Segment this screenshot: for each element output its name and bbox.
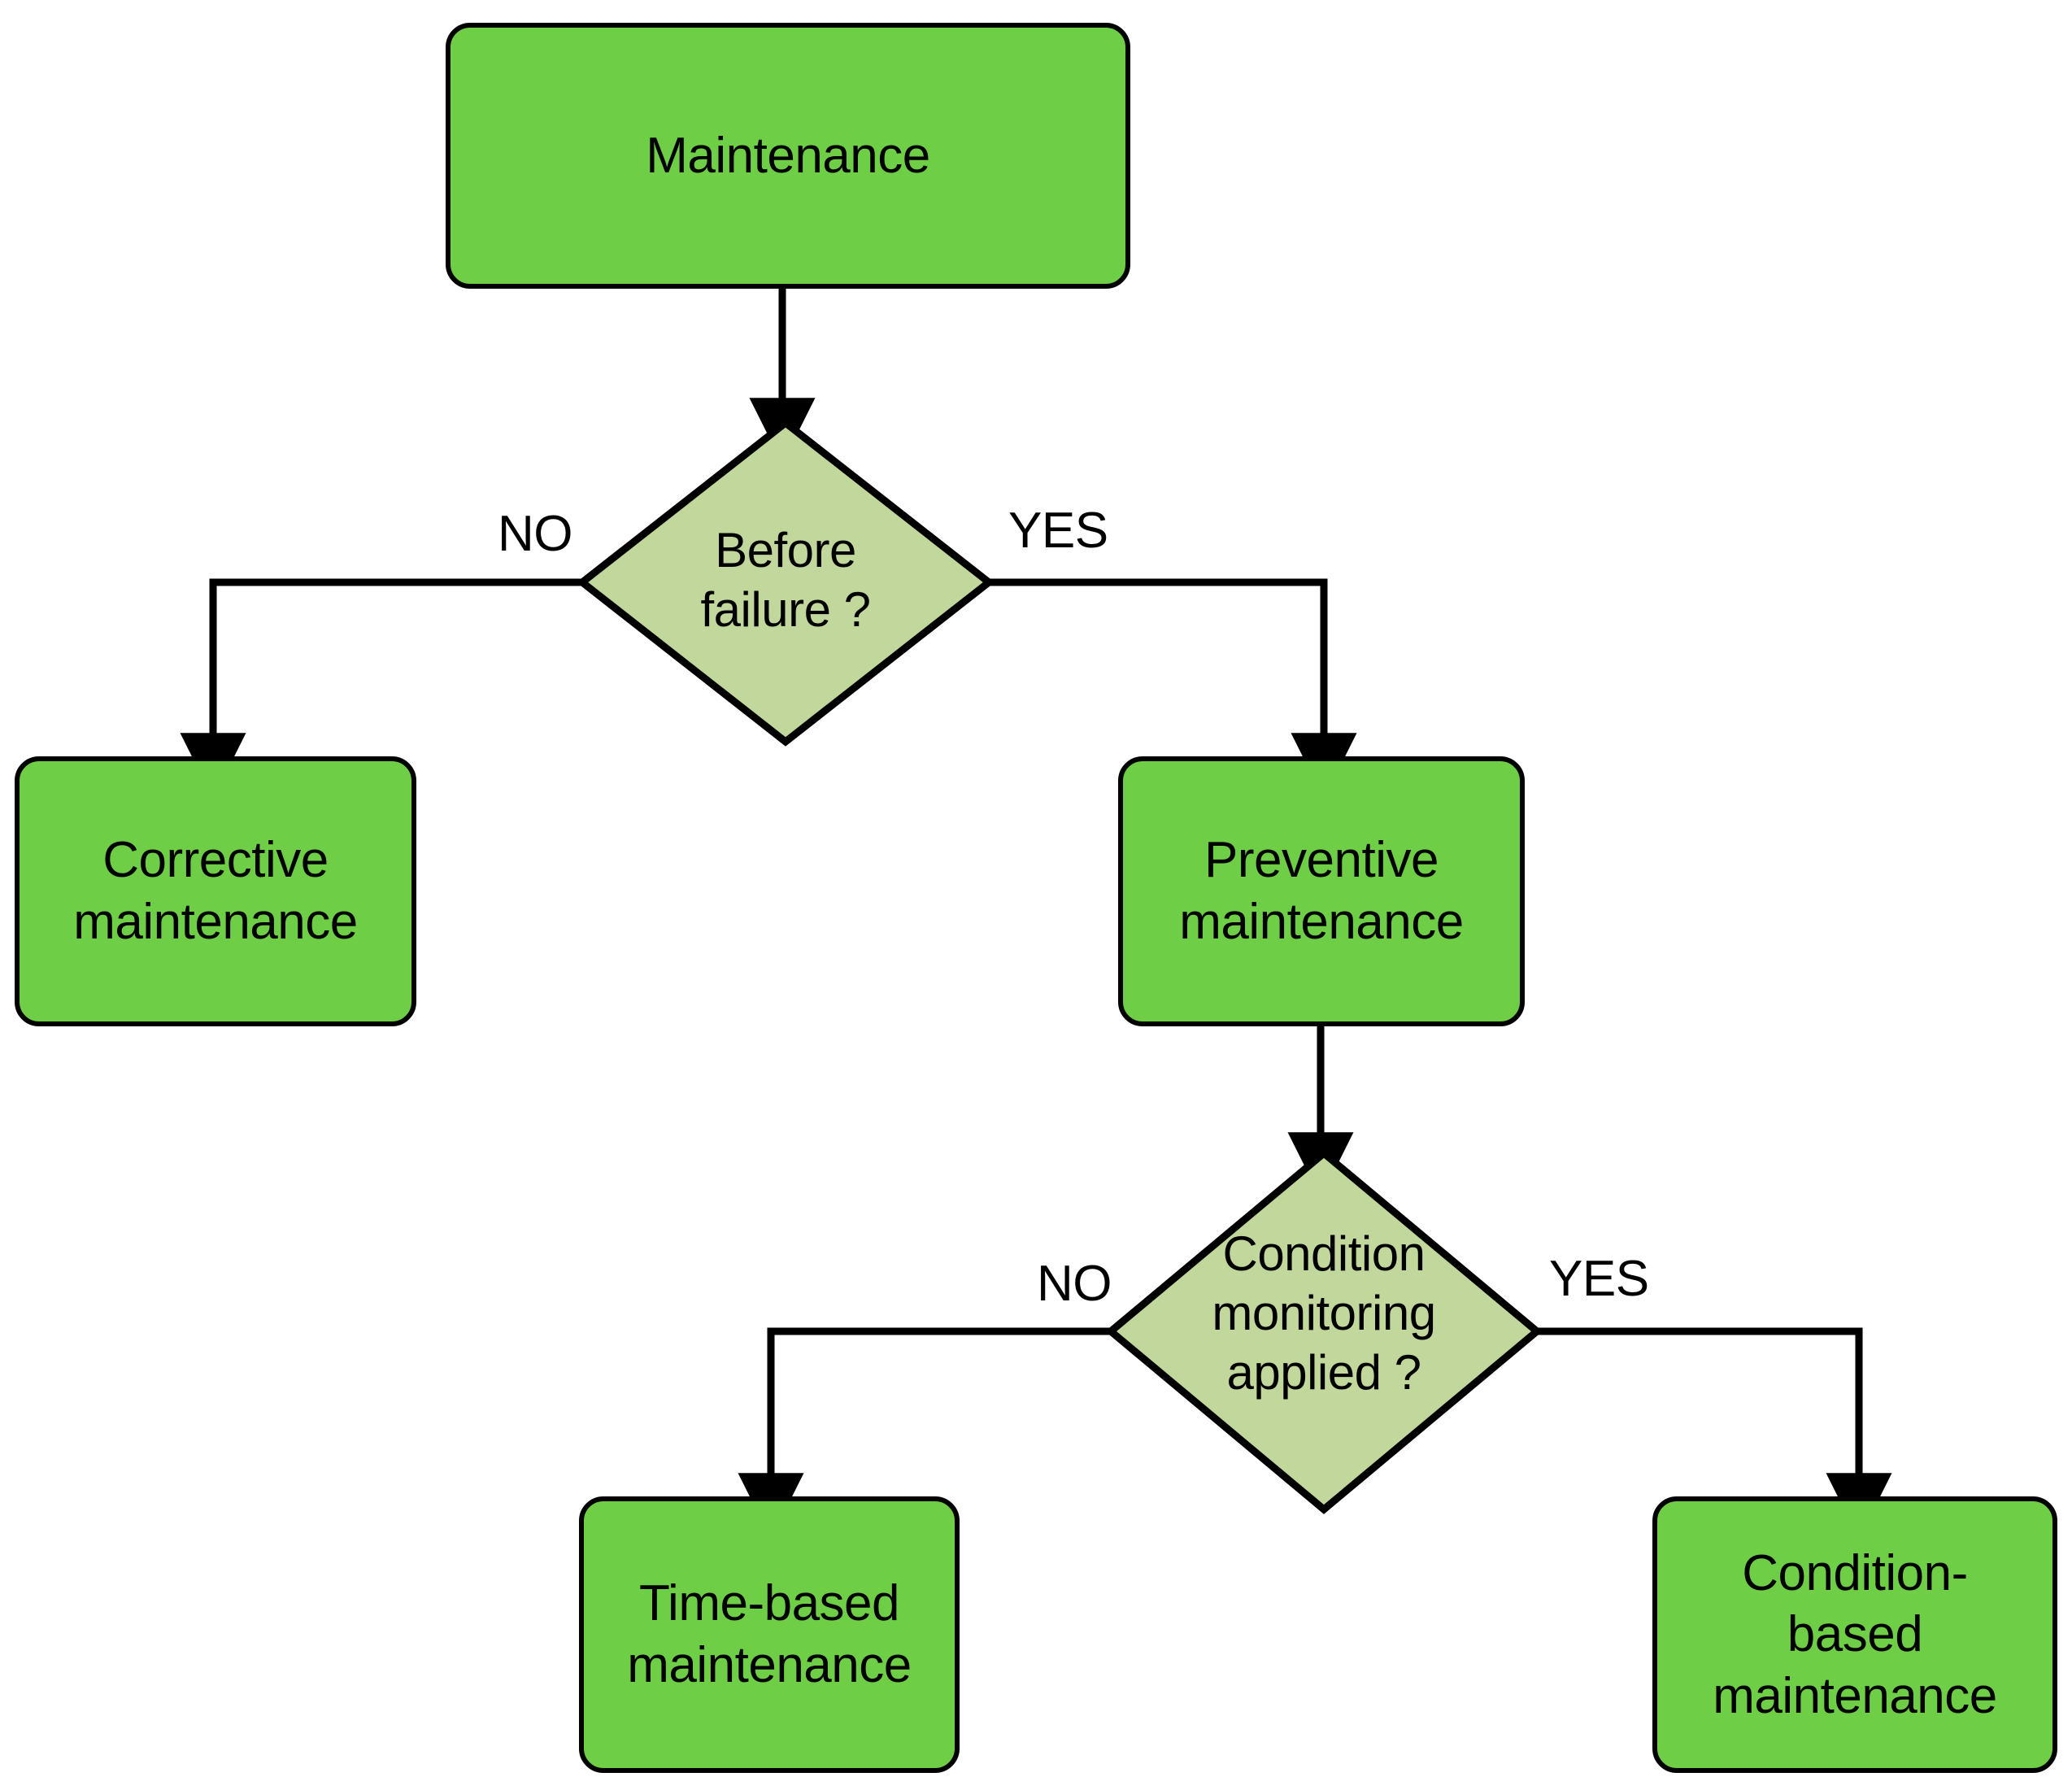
edge-label-condition-monitoring-yes: YES	[1549, 1251, 1649, 1307]
node-maintenance[interactable]: Maintenance	[446, 23, 1130, 289]
node-time-based-maintenance[interactable]: Time-based maintenance	[579, 1496, 960, 1773]
node-corrective-maintenance[interactable]: Corrective maintenance	[15, 756, 416, 1026]
edge-condition-monitoring-yes-to-condition-based	[1535, 1327, 1892, 1540]
node-condition-based-maintenance-label: Condition- based maintenance	[1713, 1544, 1997, 1724]
edge-label-before-failure-yes: YES	[1008, 503, 1108, 559]
node-time-based-maintenance-label: Time-based maintenance	[627, 1575, 912, 1693]
decision-condition-monitoring-shape[interactable]	[1104, 1148, 1543, 1514]
edge-condition-monitoring-no-to-time-based	[738, 1327, 1114, 1540]
edge-label-before-failure-no: NO	[498, 506, 573, 562]
edge-before-failure-no-to-corrective	[180, 578, 584, 799]
decision-before-failure-shape[interactable]	[576, 418, 995, 747]
node-corrective-maintenance-label: Corrective maintenance	[73, 832, 358, 950]
node-condition-based-maintenance[interactable]: Condition- based maintenance	[1652, 1496, 2057, 1773]
edge-before-failure-yes-to-preventive	[987, 578, 1357, 799]
node-maintenance-label: Maintenance	[646, 127, 930, 184]
edge-label-condition-monitoring-no: NO	[1037, 1256, 1112, 1312]
node-preventive-maintenance[interactable]: Preventive maintenance	[1118, 756, 1525, 1026]
node-preventive-maintenance-label: Preventive maintenance	[1179, 832, 1464, 950]
